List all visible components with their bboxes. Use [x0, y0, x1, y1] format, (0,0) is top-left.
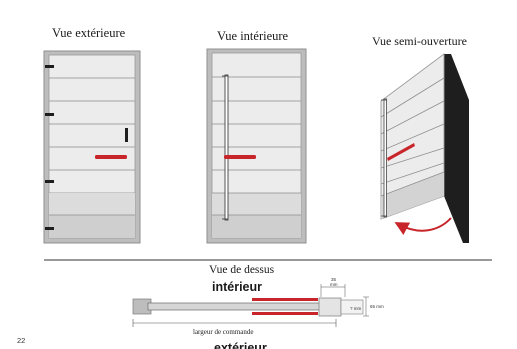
- dim-inner-value: ? mm: [350, 306, 362, 311]
- hinge-icon: [45, 180, 54, 183]
- interior-label: intérieur: [212, 280, 263, 294]
- lock-icon: [125, 128, 128, 142]
- pull-bar-icon: [383, 98, 387, 218]
- semi-open-red-handle: [387, 143, 415, 161]
- interior-view-title: Vue intérieure: [217, 29, 289, 43]
- hinge-icon: [45, 65, 54, 68]
- dim-top-unit: mm: [330, 282, 338, 287]
- dim-right-value: 65 mm: [370, 304, 384, 309]
- top-view-interior-handle: [252, 298, 318, 301]
- top-view-title: Vue de dessus: [209, 264, 275, 276]
- semi-open-view-title: Vue semi-ouverture: [372, 34, 467, 48]
- pull-bar-icon: [224, 74, 229, 221]
- exterior-view-title: Vue extérieure: [52, 26, 126, 40]
- width-label: largeur de commande: [193, 328, 254, 336]
- interior-red-handle: [224, 155, 256, 159]
- exterior-red-handle: [95, 155, 127, 159]
- semi-open-door: [380, 53, 469, 243]
- top-view-diagram: [132, 284, 369, 327]
- semi-open-dark-edge: [444, 54, 469, 243]
- exterior-door: [43, 50, 141, 244]
- page-number: 22: [17, 336, 26, 345]
- dim-top-value: 35: [331, 277, 337, 282]
- top-view-exterior-handle: [252, 312, 318, 315]
- exterior-label: extérieur: [214, 341, 267, 349]
- opening-arrow-icon: [394, 217, 452, 235]
- interior-door: [206, 48, 307, 244]
- hinge-icon: [45, 227, 54, 230]
- hinge-icon: [45, 113, 54, 116]
